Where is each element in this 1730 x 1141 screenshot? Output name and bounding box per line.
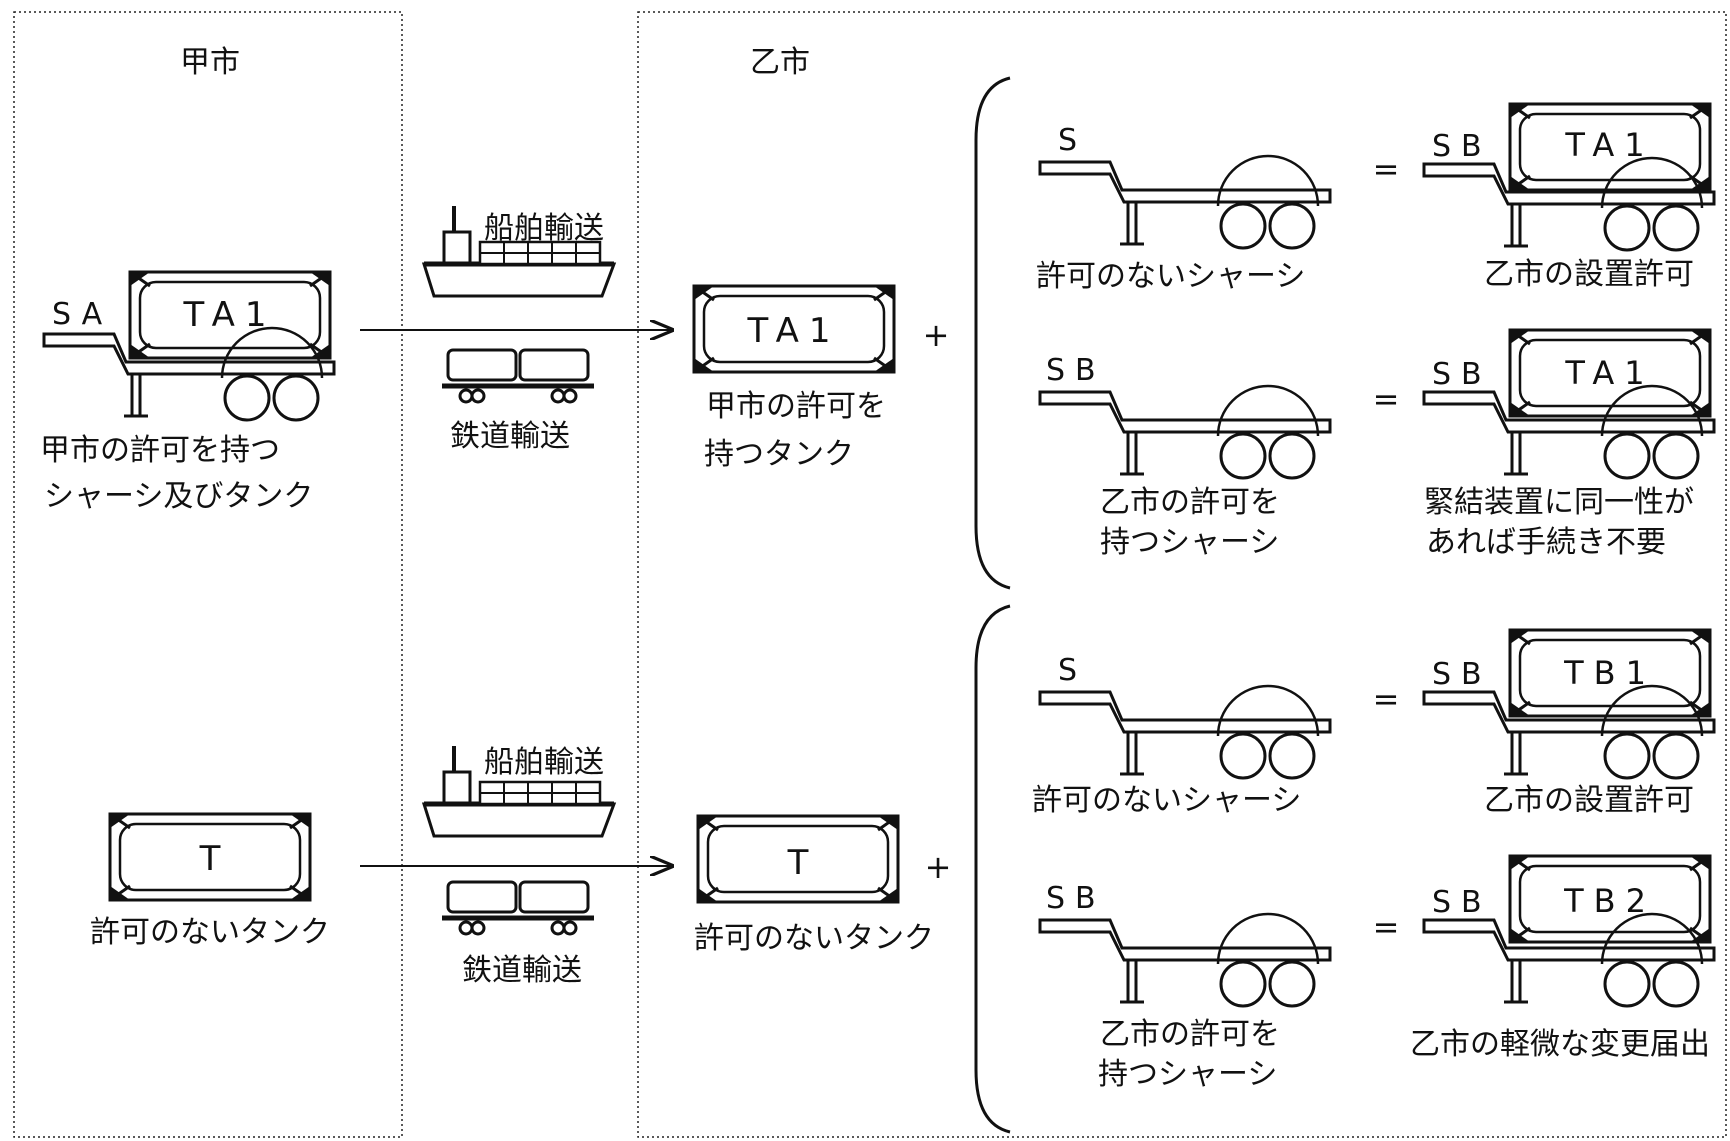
- top-origin-caption-2: シャーシ及びタンク: [44, 479, 313, 514]
- bottom-case1-result-chassis: [1422, 684, 1716, 780]
- top-case2-result-caption-2: あれば手続き不要: [1426, 525, 1666, 560]
- top-brace: [974, 76, 1011, 590]
- region-left-border: [13, 11, 403, 1138]
- bottom-brace: [974, 604, 1011, 1134]
- top-case2-result-tank-code: TA1: [1564, 354, 1654, 392]
- top-case2-chassis-caption-1: 乙市の許可を: [1100, 485, 1280, 520]
- top-case1-chassis: [1038, 154, 1332, 250]
- bottom-case2-chassis: [1038, 912, 1332, 1008]
- top-ship-label: 船舶輸送: [484, 211, 604, 246]
- bottom-arrived-tank-code: T: [787, 843, 809, 883]
- top-arrived-caption-1: 甲市の許可を: [706, 389, 886, 424]
- region-right-title: 乙市: [750, 45, 810, 80]
- bottom-origin-tank-code: T: [199, 839, 221, 879]
- top-case1-result-chassis-code: SB: [1432, 129, 1492, 164]
- bottom-case1-chassis: [1038, 684, 1332, 780]
- bottom-case1-equals: =: [1373, 680, 1400, 718]
- bottom-rail-icon: [442, 882, 594, 934]
- bottom-case2-chassis-code: SB: [1046, 881, 1106, 916]
- bottom-case1-chassis-caption: 許可のないシャーシ: [1032, 783, 1301, 818]
- top-case1-result-chassis: [1422, 156, 1716, 252]
- top-rail-icon: [442, 350, 594, 402]
- top-origin-tank-code: TA1: [182, 295, 276, 335]
- bottom-case1-result-chassis-code: SB: [1432, 657, 1492, 692]
- top-rail-label: 鉄道輸送: [450, 419, 570, 454]
- top-arrived-caption-2: 持つタンク: [704, 437, 854, 472]
- top-plus: +: [923, 316, 950, 354]
- top-arrived-tank-code: TA1: [746, 311, 840, 351]
- bottom-rail-label: 鉄道輸送: [462, 953, 582, 988]
- top-case2-chassis-code: SB: [1046, 353, 1106, 388]
- region-left-title: 甲市: [180, 45, 240, 80]
- bottom-case2-result-caption: 乙市の軽微な変更届出: [1410, 1027, 1710, 1062]
- top-case1-result-caption: 乙市の設置許可: [1484, 257, 1694, 292]
- top-case1-result-tank-code: TA1: [1564, 126, 1654, 164]
- top-origin-chassis-code: SA: [52, 297, 112, 332]
- bottom-case2-result-chassis: [1422, 912, 1716, 1008]
- bottom-case2-result-tank-code: TB2: [1563, 882, 1656, 920]
- top-case2-result-chassis-code: SB: [1432, 357, 1492, 392]
- bottom-case2-chassis-caption-1: 乙市の許可を: [1100, 1017, 1280, 1052]
- region-right-border: [637, 11, 1727, 1138]
- bottom-case1-chassis-code: S: [1058, 653, 1077, 688]
- top-case1-chassis-caption: 許可のないシャーシ: [1036, 259, 1305, 294]
- top-case2-chassis: [1038, 384, 1332, 480]
- top-origin-caption-1: 甲市の許可を持つ: [40, 433, 280, 468]
- top-case1-chassis-code: S: [1058, 123, 1077, 158]
- bottom-case2-result-chassis-code: SB: [1432, 885, 1492, 920]
- bottom-case2-chassis-caption-2: 持つシャーシ: [1098, 1057, 1277, 1092]
- top-case1-equals: =: [1373, 150, 1400, 188]
- bottom-arrived-caption: 許可のないタンク: [694, 921, 934, 956]
- bottom-case2-equals: =: [1373, 908, 1400, 946]
- top-origin-chassis: [42, 326, 336, 422]
- bottom-plus: +: [925, 848, 952, 886]
- bottom-ship-label: 船舶輸送: [484, 745, 604, 780]
- bottom-origin-caption: 許可のないタンク: [90, 915, 330, 950]
- top-case2-chassis-caption-2: 持つシャーシ: [1100, 525, 1279, 560]
- top-case2-result-chassis: [1422, 384, 1716, 480]
- top-case2-result-caption-1: 緊結装置に同一性が: [1424, 485, 1694, 520]
- bottom-case1-result-caption: 乙市の設置許可: [1484, 783, 1694, 818]
- bottom-case1-result-tank-code: TB1: [1563, 654, 1656, 692]
- top-case2-equals: =: [1373, 380, 1400, 418]
